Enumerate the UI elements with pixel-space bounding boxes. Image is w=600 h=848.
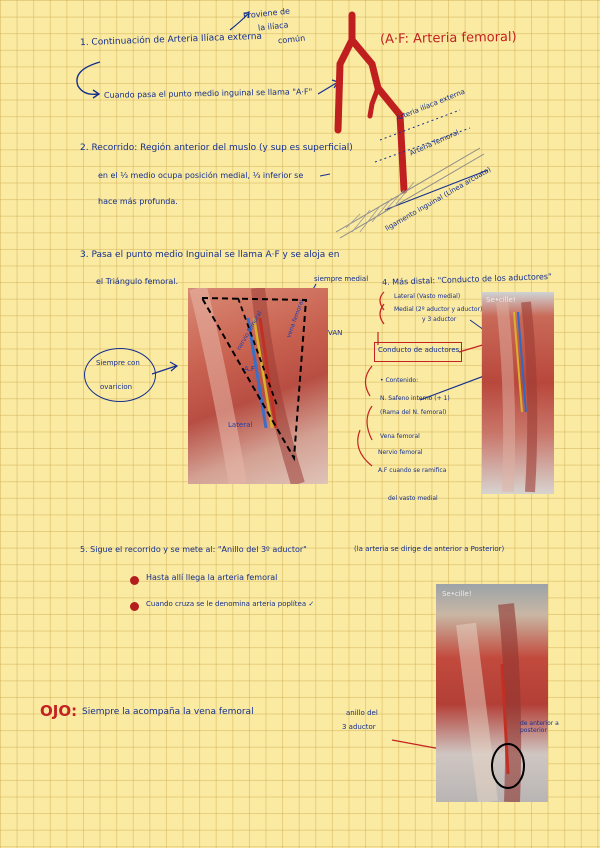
content-item-4: Nervio femoral — [378, 449, 423, 456]
section5-note: (la arteria se dirige de anterior a Post… — [354, 545, 505, 553]
photo-label-af: A.F — [244, 365, 255, 373]
label-siempre-medial: siempre medial — [314, 275, 369, 283]
section4-lateral: Lateral (Vasto medial) — [394, 293, 461, 300]
content-item-3: Vena femoral — [380, 433, 420, 440]
artery-drawing — [334, 11, 408, 194]
section2-title: 2. Recorrido: Región anterior del muslo … — [80, 143, 353, 153]
section4-medial-1: Medial (2º aductor y aductor) — [394, 306, 483, 313]
oval-note — [84, 348, 156, 402]
section5-bullet-1: Hasta allí llega la arteria femoral — [146, 573, 278, 582]
adductor-canal-photo: Se•cille! — [482, 292, 554, 494]
content-item-6: del vasto medial — [388, 495, 438, 502]
photo-watermark-2: Se•cille! — [442, 590, 472, 598]
ring-label-2: 3 aductor — [342, 723, 376, 731]
label-van: VAN — [328, 329, 343, 337]
ojo-label: OJO: — [40, 702, 78, 720]
bullet-dot-2 — [130, 602, 139, 611]
photo-watermark-1: Se•cille! — [486, 296, 516, 304]
section4-medial-2: y 3 aductor — [422, 316, 457, 323]
adductor-hiatus-photo: Se•cille! — [436, 584, 548, 802]
section2-line2: en el ⅓ medio ocupa posición medial, ⅓ i… — [98, 171, 304, 180]
oval-text-1: Siempre con — [96, 359, 140, 367]
content-item-2: (Rama del N. femoral) — [380, 409, 447, 416]
section5-bullet-2: Cuando cruza se le denomina arteria popl… — [146, 600, 315, 608]
content-item-1: N. Safeno interno (+ 1) — [380, 395, 450, 402]
section3-line2: el Triángulo femoral. — [96, 277, 179, 286]
inguinal-ligament-drawing — [335, 147, 485, 239]
ring-label-1: anillo del — [346, 709, 378, 717]
section5-title: 5. Sigue el recorrido y se mete al: "Ani… — [80, 545, 307, 554]
ojo-text: Siempre la acompaña la vena femoral — [82, 707, 254, 717]
ring-label-3: de anterior a posterior — [520, 720, 559, 735]
photo-label-lateral: Lateral — [228, 421, 253, 429]
oval-text-2: ovaricion — [100, 383, 133, 391]
bullet-dot-1 — [130, 576, 139, 585]
section2-line3: hace más profunda. — [98, 197, 178, 206]
content-item-5: A.F cuando se ramifica — [378, 467, 447, 474]
conducto-box-label: Conducto de aductores — [378, 346, 460, 354]
conducto-box — [374, 342, 462, 362]
content-label: • Contenido: — [380, 377, 419, 384]
section3-title: 3. Pasa el punto medio Inguinal se llama… — [80, 250, 340, 260]
femoral-triangle-photo: nervio femoral vena femoral A.F Lateral — [188, 288, 328, 484]
